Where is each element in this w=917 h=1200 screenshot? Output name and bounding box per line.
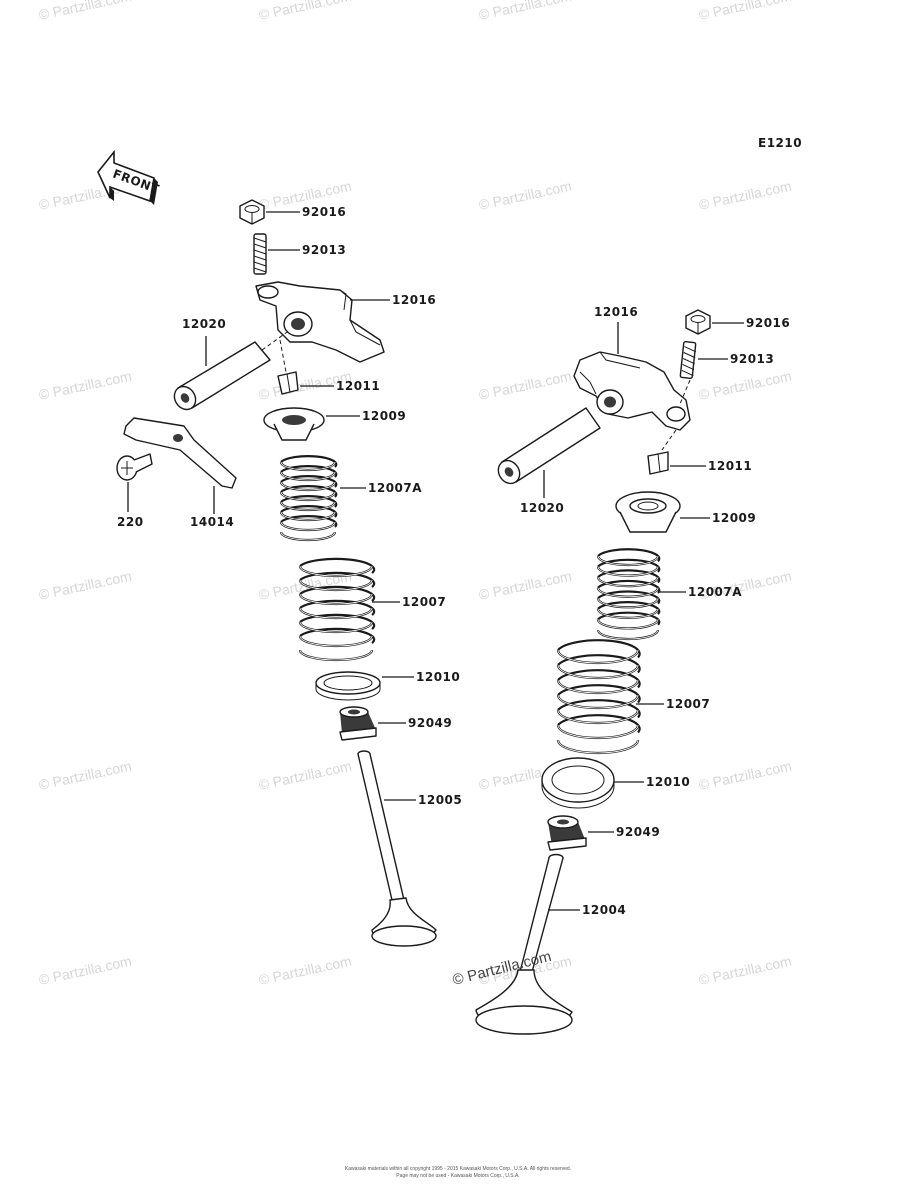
- label-left-seat: 12010: [416, 670, 460, 684]
- nut-icon: [239, 199, 265, 225]
- label-right-outer-spring: 12007: [666, 697, 710, 711]
- adjuster-screw-icon: [679, 340, 697, 380]
- collet-icon: [647, 451, 669, 475]
- label-right-retainer: 12009: [712, 511, 756, 525]
- watermark-text: © Partzilla.com: [37, 953, 133, 988]
- rocker-arm-icon: [255, 281, 385, 363]
- spring-coil: [280, 455, 338, 528]
- watermark-text: © Partzilla.com: [37, 368, 133, 403]
- stem-seal-icon: [339, 706, 377, 741]
- label-left-shaft: 12020: [182, 317, 226, 331]
- outer-spring-icon: [298, 557, 376, 662]
- spring-seat-icon: [315, 671, 381, 701]
- watermark-text: © Partzilla.com: [477, 178, 573, 213]
- nut-icon: [685, 309, 711, 335]
- label-right-collet: 12011: [708, 459, 752, 473]
- watermark-text: © Partzilla.com: [257, 953, 353, 988]
- inner-spring-icon: [279, 455, 338, 542]
- spring-coil: [299, 557, 376, 644]
- label-left-adjuster: 92013: [302, 243, 346, 257]
- watermark-text: © Partzilla.com: [697, 953, 793, 988]
- label-left-nut: 92016: [302, 205, 346, 219]
- watermark-text: © Partzilla.com: [37, 758, 133, 793]
- watermark-text: © Partzilla.com: [257, 0, 353, 23]
- spring-coil: [299, 565, 373, 661]
- holder-plate-icon: [123, 417, 237, 489]
- spring-coil: [597, 548, 661, 626]
- label-left-valve: 12005: [418, 793, 462, 807]
- rocker-arm-icon: [573, 351, 691, 431]
- spring-coil: [597, 555, 659, 640]
- watermark-text: © Partzilla.com: [697, 368, 793, 403]
- spring-coil: [279, 461, 337, 542]
- label-screw: 220: [117, 515, 144, 529]
- label-left-inner-spring: 12007A: [368, 481, 422, 495]
- stem-seal-icon: [547, 815, 587, 851]
- spring-coil: [557, 649, 639, 754]
- diagram-code: E1210: [758, 136, 802, 150]
- spring-coil: [596, 555, 660, 641]
- adjuster-screw-icon: [253, 233, 267, 275]
- spring-coil: [557, 639, 641, 734]
- watermark-text: © Partzilla.com: [477, 368, 573, 403]
- spring-seat-icon: [541, 757, 615, 809]
- outer-spring-icon: [556, 639, 641, 755]
- label-left-outer-spring: 12007: [402, 595, 446, 609]
- label-left-rocker: 12016: [392, 293, 436, 307]
- exhaust-valve-icon: [357, 750, 437, 947]
- label-right-valve: 12004: [582, 903, 626, 917]
- label-left-seal: 92049: [408, 716, 452, 730]
- shaft-icon: [497, 407, 601, 485]
- spring-retainer-icon: [615, 491, 681, 533]
- spring-retainer-icon: [263, 407, 325, 441]
- watermark-text: © Partzilla.com: [697, 758, 793, 793]
- label-right-rocker: 12016: [594, 305, 638, 319]
- label-right-seal: 92049: [616, 825, 660, 839]
- shaft-icon: [173, 329, 291, 411]
- watermark-text: © Partzilla.com: [697, 178, 793, 213]
- label-left-retainer: 12009: [362, 409, 406, 423]
- watermark-text: © Partzilla.com: [37, 0, 133, 23]
- label-right-inner-spring: 12007A: [688, 585, 742, 599]
- inner-spring-icon: [596, 548, 661, 641]
- label-right-nut: 92016: [746, 316, 790, 330]
- label-plate: 14014: [190, 515, 234, 529]
- screw-icon: [116, 453, 153, 481]
- watermark-text: © Partzilla.com: [257, 758, 353, 793]
- label-right-adjuster: 92013: [730, 352, 774, 366]
- watermark-text: © Partzilla.com: [477, 568, 573, 603]
- watermark-text: © Partzilla.com: [37, 568, 133, 603]
- collet-icon: [277, 371, 299, 395]
- footer-copyright: Kawasaki materials within all copyright …: [345, 1166, 571, 1172]
- label-left-collet: 12011: [336, 379, 380, 393]
- watermark-text: © Partzilla.com: [477, 0, 573, 23]
- intake-valve-icon: [475, 853, 573, 1035]
- label-right-seat: 12010: [646, 775, 690, 789]
- label-right-shaft: 12020: [520, 501, 564, 515]
- watermark-text: © Partzilla.com: [697, 0, 793, 23]
- spring-coil: [556, 649, 640, 755]
- footer-notice: Page may not be used - Kawasaki Motors C…: [396, 1173, 519, 1179]
- spring-coil: [280, 461, 336, 541]
